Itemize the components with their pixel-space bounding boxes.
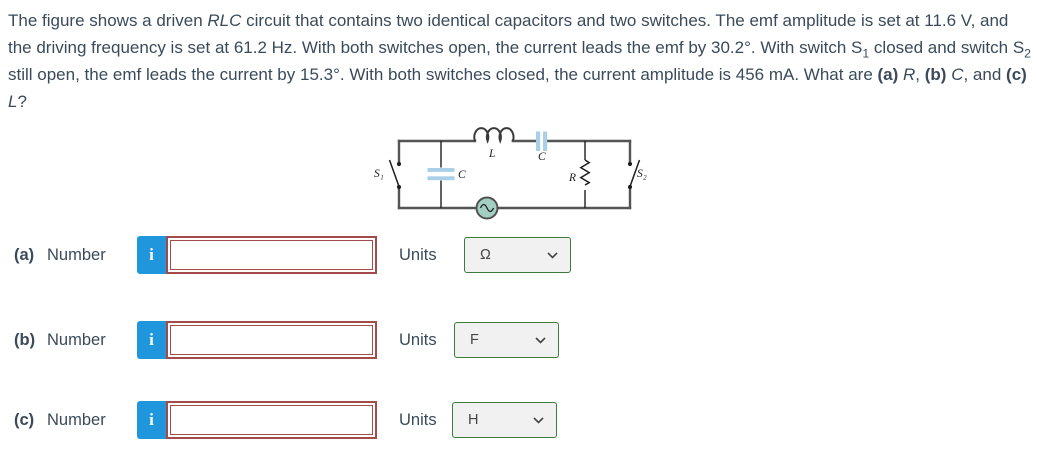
units-label: Units: [399, 246, 437, 264]
units-label: Units: [399, 331, 437, 349]
label-resistor: R: [568, 172, 576, 184]
capacitor-series: [536, 131, 548, 151]
info-icon: i: [149, 330, 154, 349]
circuit-outer-loop: [397, 139, 632, 210]
part-label: (b): [14, 331, 36, 349]
answer-input-frame: [166, 401, 377, 439]
label-c-parallel: C: [458, 169, 466, 181]
units-select-b[interactable]: F: [454, 322, 559, 358]
capacitor-parallel: [427, 141, 455, 208]
inductor-coil: [473, 127, 515, 144]
answer-row-a: (a) Number i Units Ω: [0, 236, 1037, 274]
label-c-series: C: [538, 151, 546, 163]
units-select-c[interactable]: H: [452, 402, 557, 438]
info-icon: i: [149, 410, 154, 429]
chevron-down-icon: [533, 416, 544, 424]
number-label: Number: [47, 411, 106, 429]
units-select-value: Ω: [480, 247, 491, 263]
switch-s2: [627, 159, 641, 190]
chevron-down-icon: [535, 336, 546, 344]
answer-input-c[interactable]: [170, 405, 373, 435]
label-inductor: L: [488, 148, 495, 160]
units-select-value: F: [470, 332, 479, 348]
answer-input-frame: [166, 236, 377, 274]
units-select-value: H: [468, 412, 479, 428]
answer-input-frame: [166, 321, 377, 359]
info-button[interactable]: i: [137, 401, 166, 439]
problem-text: The figure shows a driven RLC circuit th…: [8, 11, 1031, 111]
number-label: Number: [47, 246, 106, 264]
info-button[interactable]: i: [137, 236, 166, 274]
part-label: (a): [14, 246, 35, 264]
units-label: Units: [399, 411, 437, 429]
resistor: [579, 141, 591, 208]
part-label: (c): [14, 411, 35, 429]
answer-input-b[interactable]: [170, 325, 373, 355]
label-s2: S₂: [637, 168, 647, 180]
units-select-a[interactable]: Ω: [464, 237, 571, 273]
info-button[interactable]: i: [137, 321, 166, 359]
circuit-diagram: S₁ C L C R S₂: [374, 127, 647, 220]
answer-input-a[interactable]: [170, 240, 373, 270]
info-icon: i: [149, 245, 154, 264]
chevron-down-icon: [547, 251, 558, 259]
number-label: Number: [47, 331, 106, 349]
answer-row-b: (b) Number i Units F: [0, 321, 1037, 359]
switch-s1: [388, 159, 402, 190]
ac-source-icon: [475, 196, 499, 220]
label-s1: S₁: [374, 168, 384, 180]
answer-row-c: (c) Number i Units H: [0, 401, 1037, 439]
